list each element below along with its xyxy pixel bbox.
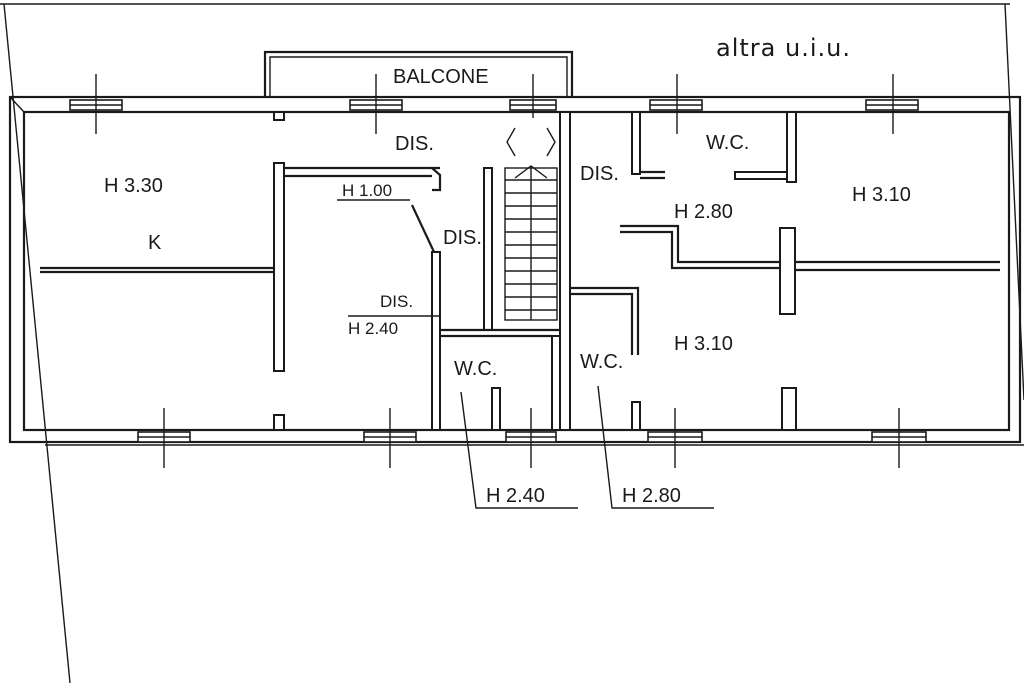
label-dis-right-top: DIS.	[580, 163, 619, 185]
label-wc-top: W.C.	[706, 132, 749, 154]
label-wc-right: W.C.	[580, 351, 623, 373]
label-altra-uiu: altra u.i.u.	[716, 34, 851, 62]
label-dis-top: DIS.	[395, 133, 434, 155]
windows	[69, 74, 927, 468]
label-h-310-center: H 3.10	[674, 333, 733, 355]
interior-walls	[40, 111, 1000, 431]
label-h-280-bottom: H 2.80	[622, 485, 681, 507]
site-boundary	[0, 3, 1024, 683]
balcony	[263, 50, 574, 97]
label-dis-center: DIS.	[443, 227, 482, 249]
label-k: K	[148, 232, 162, 254]
label-h-100: H 1.00	[342, 181, 392, 200]
staircase	[504, 127, 558, 321]
label-wc-center: W.C.	[454, 358, 497, 380]
label-h-280-center: H 2.80	[674, 201, 733, 223]
label-h-240-bottom: H 2.40	[486, 485, 545, 507]
label-balcone: BALCONE	[393, 66, 489, 88]
leader-lines	[337, 199, 714, 509]
room-labels: BALCONE altra u.i.u. DIS. DIS. DIS. DIS.…	[104, 34, 911, 507]
label-h-310-top-right: H 3.10	[852, 184, 911, 206]
label-dis-left-small: DIS.	[380, 292, 413, 311]
label-h-330: H 3.30	[104, 175, 163, 197]
label-h-240-dis: H 2.40	[348, 319, 398, 338]
